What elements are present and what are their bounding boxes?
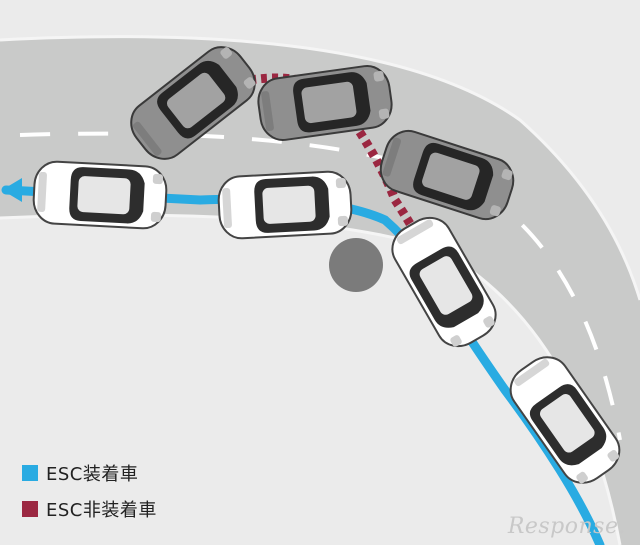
car-esc-1 [32, 161, 167, 230]
legend-swatch-esc [22, 465, 38, 481]
obstacle-circle [329, 238, 383, 292]
legend-label-esc: ESC装着車 [46, 460, 138, 486]
legend: ESC装着車 ESC非装着車 [22, 460, 157, 522]
watermark-logo: Response. [508, 514, 626, 539]
legend-swatch-no-esc [22, 501, 38, 517]
legend-item-esc: ESC装着車 [22, 460, 157, 486]
car-esc-2 [217, 171, 352, 240]
legend-label-no-esc: ESC非装着車 [46, 496, 157, 522]
legend-item-no-esc: ESC非装着車 [22, 496, 157, 522]
